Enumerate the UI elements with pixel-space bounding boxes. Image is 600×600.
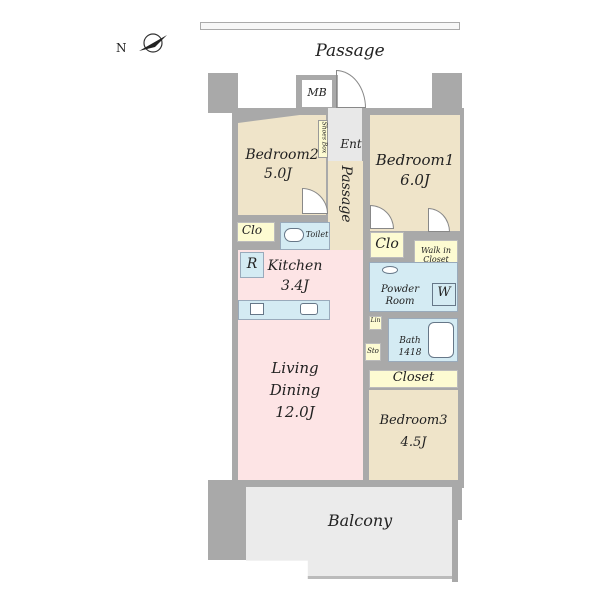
living-dining-kitchen[interactable] <box>238 250 363 480</box>
toilet-icon <box>284 228 304 242</box>
living-name: Living <box>271 359 319 377</box>
toilet-label: Toilet <box>305 230 329 239</box>
linen-closet[interactable] <box>369 316 382 330</box>
dining-name: Dining <box>269 381 321 399</box>
storage[interactable] <box>365 343 381 361</box>
compass-label: N <box>116 41 127 55</box>
entrance-door[interactable] <box>336 70 366 108</box>
north-arrow-icon <box>139 33 167 53</box>
linen-label: Lin <box>370 317 381 324</box>
kitchen-name: Kitchen <box>267 258 323 274</box>
bedroom3-name: Bedroom3 <box>379 413 448 428</box>
closet-bedroom3[interactable] <box>369 370 458 388</box>
closet-left-label: Clo <box>241 223 263 237</box>
bedroom3-size: 4.5J <box>400 435 427 450</box>
bedroom1-size: 6.0J <box>400 171 430 189</box>
corridor-label: Passage <box>315 41 385 61</box>
corridor-strip <box>200 22 460 30</box>
basin-icon <box>382 266 398 274</box>
bedroom1-name: Bedroom1 <box>375 151 455 169</box>
powder-room-label: Powder Room <box>380 284 419 307</box>
bath-size: 1418 <box>398 348 422 358</box>
passage-label: Passage <box>338 165 355 223</box>
bathtub-icon <box>428 322 454 358</box>
balcony-label: Balcony <box>327 511 393 530</box>
shoe-box-label: Shoes Box <box>320 121 328 154</box>
walk-in-closet-label: Walk in Closet <box>421 246 451 265</box>
balcony[interactable] <box>246 487 452 579</box>
storage-label: Sto <box>367 347 379 355</box>
entrance[interactable] <box>328 108 362 161</box>
refrigerator-label: R <box>246 256 258 272</box>
closet-label: Closet <box>392 370 435 385</box>
passage[interactable] <box>328 161 363 251</box>
washer <box>432 283 456 306</box>
shoe-box <box>318 120 328 158</box>
stove-icon <box>250 303 264 315</box>
pillar <box>208 73 238 113</box>
closet-right[interactable] <box>370 232 404 258</box>
bedroom3[interactable] <box>369 390 458 480</box>
kitchen-size: 3.4J <box>281 278 309 294</box>
mb-room <box>302 80 332 107</box>
sink-icon <box>300 303 318 315</box>
closet-left[interactable] <box>237 222 275 242</box>
mb-label: MB <box>307 86 327 99</box>
pillar <box>208 480 246 560</box>
living-dining-size: 12.0J <box>275 403 315 421</box>
balcony-wall <box>452 518 458 582</box>
entrance-label: Ent <box>340 137 362 151</box>
refrigerator <box>240 252 264 278</box>
washer-label: W <box>437 285 451 300</box>
closet-right-label: Clo <box>375 236 399 252</box>
bedroom2-name: Bedroom2 <box>245 147 319 163</box>
bath-name: Bath <box>399 336 421 346</box>
pillar <box>432 73 462 113</box>
bedroom2-size: 5.0J <box>264 166 292 182</box>
